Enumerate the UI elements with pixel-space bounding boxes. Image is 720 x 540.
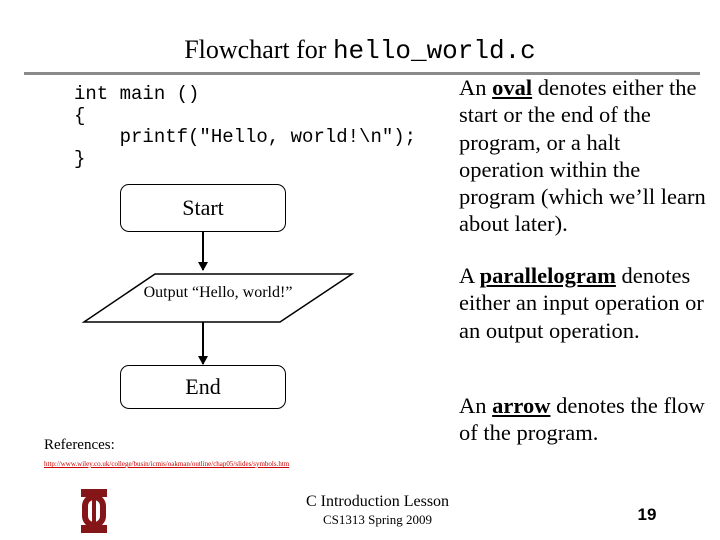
- code-line: {: [74, 105, 86, 127]
- oval-text: denotes either the start or the end of t…: [459, 75, 706, 237]
- title-divider: [24, 72, 700, 75]
- arrow-term: arrow: [492, 393, 551, 418]
- arrow-description: An arrow denotes the flow of the program…: [459, 392, 709, 447]
- oval-description: An oval denotes either the start or the …: [459, 74, 709, 238]
- references-link[interactable]: http://www.wiley.co.uk/college/busin/icm…: [44, 460, 290, 468]
- parallelogram-text: denotes either an input operation or an …: [459, 263, 704, 343]
- slide-title: Flowchart for hello_world.c: [0, 30, 720, 71]
- end-terminal: End: [120, 365, 286, 409]
- oval-term: oval: [492, 75, 533, 100]
- code-line: }: [74, 148, 86, 170]
- title-prefix: Flowchart for: [184, 35, 327, 64]
- parallelogram-lead: A: [459, 263, 475, 288]
- arrow-lead: An: [459, 393, 487, 418]
- parallelogram-description: A parallelogram denotes either an input …: [459, 262, 709, 344]
- arrow-text: denotes the flow of the program.: [459, 393, 705, 446]
- start-terminal: Start: [120, 184, 286, 232]
- university-logo-icon: [81, 489, 107, 533]
- start-label: Start: [182, 195, 224, 220]
- oval-lead: An: [459, 75, 487, 100]
- end-label: End: [185, 374, 221, 399]
- output-parallelogram-shape: [81, 273, 355, 323]
- output-label: Output “Hello, world!”: [143, 284, 293, 301]
- parallelogram-term: parallelogram: [479, 263, 616, 288]
- page-number: 19: [637, 505, 657, 524]
- references-label: References:: [44, 437, 115, 453]
- code-line: int main (): [74, 83, 200, 105]
- title-filename: hello_world.c: [332, 36, 536, 66]
- footer-course-term: CS1313 Spring 2009: [322, 512, 433, 527]
- footer-course-title: C Introduction Lesson: [305, 493, 450, 510]
- code-line: printf("Hello, world!\n");: [74, 126, 417, 148]
